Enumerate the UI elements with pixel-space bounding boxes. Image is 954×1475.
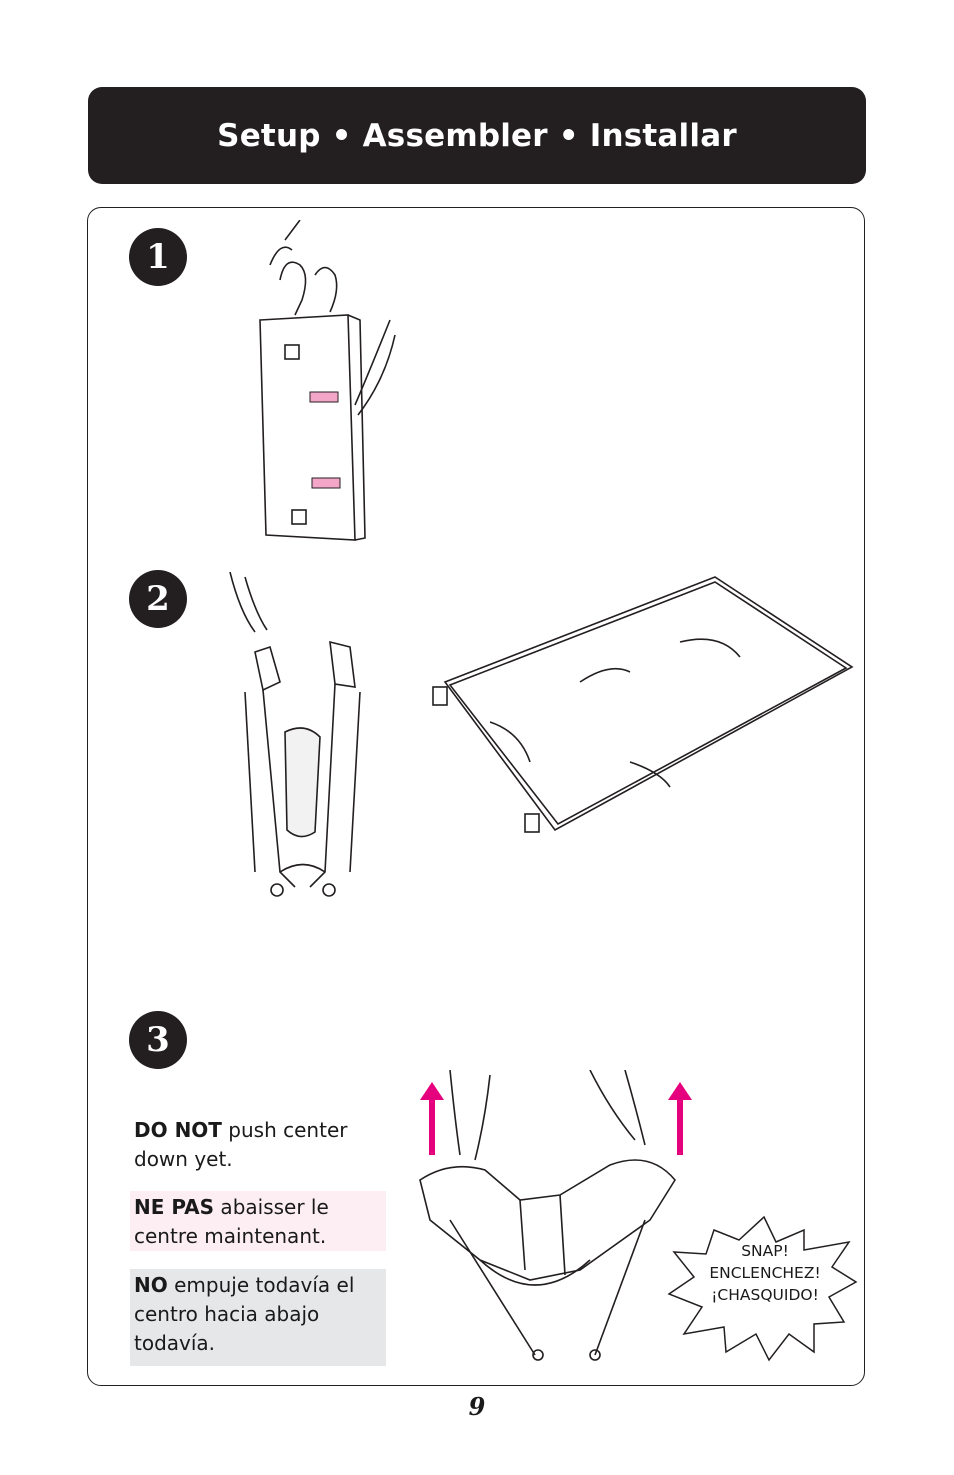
- page-number: 9: [468, 1392, 486, 1421]
- note-english: DO NOT push center down yet.: [130, 1114, 386, 1176]
- step-2-badge: 2: [129, 570, 187, 628]
- snap-burst-shape: [667, 1215, 858, 1362]
- snap-burst-text: SNAP! ENCLENCHEZ! ¡CHASQUIDO!: [690, 1240, 840, 1306]
- mattress-pad-illustration: [432, 576, 854, 833]
- note-french-text: abaisser le centre maintenant.: [134, 1195, 329, 1248]
- page-header: Setup • Assembler • Installar: [88, 87, 866, 184]
- note-spanish-text: empuje todavía el centro hacia abajo tod…: [134, 1273, 355, 1355]
- note-french-bold: NE PAS: [134, 1195, 215, 1219]
- step-3-badge: 3: [129, 1011, 187, 1069]
- folded-playard-illustration: [259, 220, 396, 541]
- snap-text-en: SNAP!: [741, 1242, 789, 1260]
- frame-lift-illustration: [229, 572, 361, 897]
- note-english-bold: DO NOT: [134, 1118, 222, 1142]
- note-french: NE PAS abaisser le centre maintenant.: [130, 1191, 386, 1251]
- note-spanish: NO empuje todavía el centro hacia abajo …: [130, 1269, 386, 1366]
- note-english-text: push center down yet.: [134, 1118, 348, 1171]
- snap-text-es: ¡CHASQUIDO!: [711, 1286, 819, 1304]
- page-title: Setup • Assembler • Installar: [217, 117, 737, 154]
- raise-sides-illustration: [419, 1070, 692, 1361]
- step-1-badge: 1: [129, 228, 187, 286]
- note-spanish-bold: NO: [134, 1273, 168, 1297]
- instructions-panel: [87, 207, 865, 1386]
- snap-text-fr: ENCLENCHEZ!: [709, 1264, 821, 1282]
